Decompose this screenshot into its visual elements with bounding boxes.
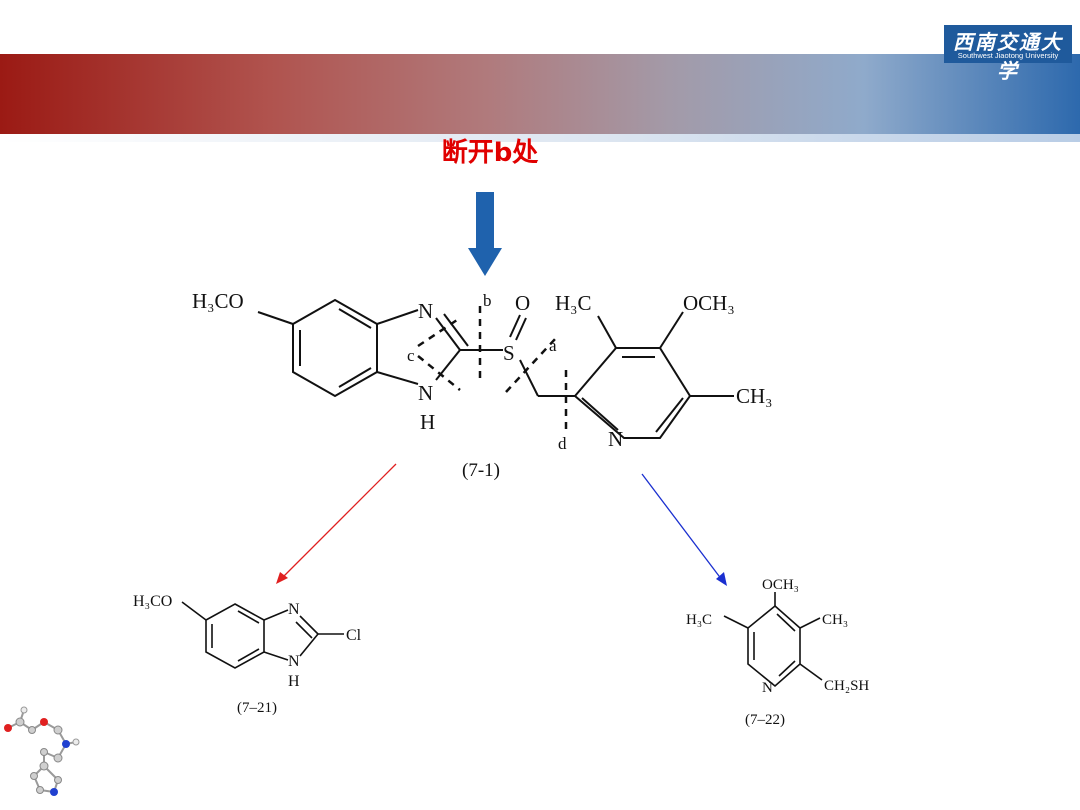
compound-label-7-22: (7–22)	[745, 712, 785, 728]
right-product-structure	[723, 592, 823, 688]
s-label: S	[503, 341, 515, 365]
compound-label-7-21: (7–21)	[237, 700, 277, 716]
bond-letters: b a c d	[407, 291, 567, 453]
main-structure	[257, 298, 734, 439]
compound-label-7-1: (7-1)	[462, 460, 500, 481]
header-banner-underline	[0, 134, 1080, 142]
left-methoxy-label: H₃CO	[133, 593, 172, 610]
left-cl-label: Cl	[346, 627, 362, 644]
n-bottom-label: N	[418, 381, 433, 405]
left-h-label: H	[288, 673, 300, 690]
left-product-labels: H₃CO N N H Cl (7–21)	[133, 593, 362, 716]
blue-down-arrow	[468, 192, 502, 276]
molecule-model-image	[4, 706, 80, 796]
methyl-top-label: H₃C	[555, 291, 592, 315]
header-banner	[0, 54, 1080, 134]
university-logo: 西南交通大学 Southwest Jiaotong University	[944, 25, 1072, 83]
right-methyl-left-label: H₃C	[686, 612, 712, 628]
right-product-labels: OCH₃ H₃C CH₃ N CH₂SH (7–22)	[686, 577, 869, 728]
slide-caption: 断开b处	[441, 138, 539, 168]
bond-label-b: b	[483, 291, 492, 310]
bond-label-c: c	[407, 346, 415, 365]
h-label: H	[420, 410, 435, 434]
logo-english-name: Southwest Jiaotong University	[957, 51, 1059, 60]
left-product-structure	[181, 601, 344, 669]
red-arrow-left	[276, 463, 397, 584]
right-methyl-right-label: CH₃	[822, 612, 848, 628]
methyl-right-label: CH₃	[736, 384, 773, 408]
left-n-bottom-label: N	[288, 653, 300, 670]
right-n-label: N	[762, 680, 773, 696]
main-structure-labels: H₃CO N N H S O H₃C OCH₃ CH₃ N (7-1)	[192, 289, 773, 481]
cleavage-marks	[417, 306, 568, 432]
logo-chinese-name: 西南交通大学	[953, 30, 1063, 83]
methoxy-left-label: H₃CO	[192, 289, 244, 313]
bond-label-a: a	[549, 336, 557, 355]
n-pyridine-label: N	[608, 427, 623, 451]
bond-label-d: d	[558, 434, 567, 453]
n-top-label: N	[418, 299, 433, 323]
methoxy-top-label: OCH₃	[683, 291, 735, 315]
o-label: O	[515, 291, 530, 315]
left-n-top-label: N	[288, 601, 300, 618]
blue-arrow-right	[641, 473, 727, 586]
right-ch2sh-label: CH₂SH	[824, 678, 869, 694]
right-methoxy-label: OCH₃	[762, 577, 799, 593]
